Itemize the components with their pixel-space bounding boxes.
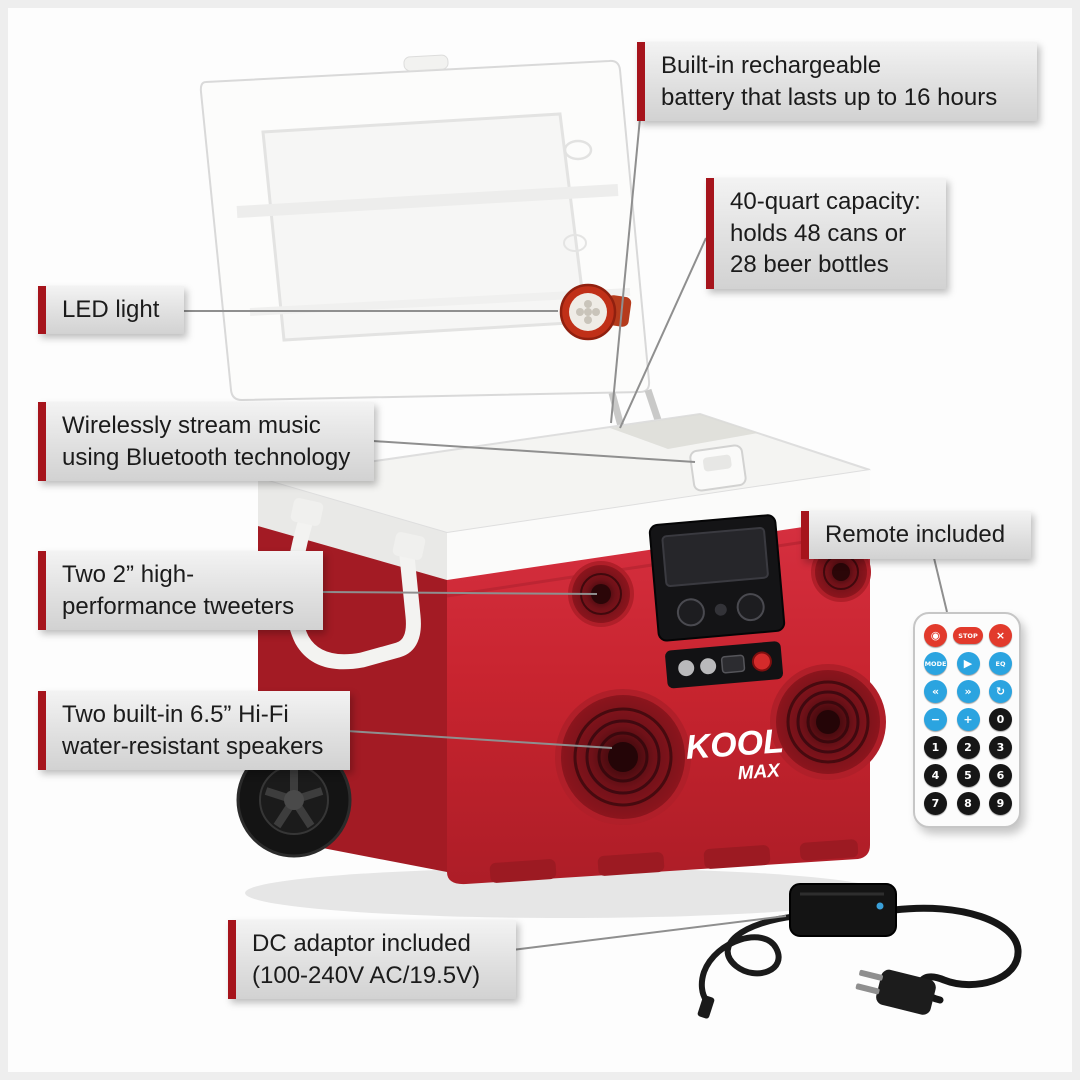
line-tweeters xyxy=(321,591,598,595)
line-speakers xyxy=(346,730,613,749)
brand-logo: KOOL MAX xyxy=(684,722,785,784)
logo-text-main: KOOL xyxy=(684,722,785,767)
callout-accent-bar xyxy=(637,42,645,122)
callout-accent-bar xyxy=(38,286,46,334)
remote-button: 8 xyxy=(956,792,980,815)
callout-led: LED light xyxy=(38,286,184,334)
callout-battery: Built-in rechargeable battery that lasts… xyxy=(637,42,1037,122)
callout-text: 40-quart capacity: holds 48 cans or 28 b… xyxy=(730,188,921,279)
remote-button: » xyxy=(956,680,980,703)
speaker-left xyxy=(555,689,691,825)
line-battery xyxy=(610,117,641,424)
remote-button: MODE xyxy=(924,652,947,675)
callout-text: DC adaptor included (100-240V AC/19.5V) xyxy=(252,930,481,989)
callout-accent-bar xyxy=(38,402,46,482)
led-light xyxy=(559,283,632,341)
remote-button: 7 xyxy=(924,792,947,815)
callout-bluetooth: Wirelessly stream music using Bluetooth … xyxy=(38,402,374,482)
io-panel xyxy=(665,641,784,689)
lid-latch xyxy=(689,444,747,492)
remote-button: − xyxy=(924,708,947,731)
remote-button: 2 xyxy=(956,736,980,759)
remote-button: 5 xyxy=(956,764,980,787)
remote-button: EQ xyxy=(989,652,1012,675)
callout-tweeters: Two 2” high- performance tweeters xyxy=(38,551,323,631)
callout-text: Remote included xyxy=(825,521,1006,548)
remote-button: ◉ xyxy=(924,624,947,647)
callout-text: Built-in rechargeable battery that lasts… xyxy=(661,52,998,111)
power-brick xyxy=(789,883,897,937)
line-adaptor xyxy=(511,915,787,951)
callout-lines xyxy=(183,117,948,951)
callout-accent-bar xyxy=(228,920,236,1000)
remote-button: « xyxy=(924,680,947,703)
callout-text: LED light xyxy=(62,296,160,323)
remote-button: 4 xyxy=(924,764,947,787)
callout-text: Two 2” high- performance tweeters xyxy=(62,561,295,620)
logo-text-sub: MAX xyxy=(737,760,782,784)
remote-button: ↻ xyxy=(989,680,1012,703)
cooler-feet xyxy=(489,839,859,883)
power-plug xyxy=(855,969,936,1015)
remote-button: 1 xyxy=(924,736,947,759)
callout-accent-bar xyxy=(706,178,714,290)
speaker-right xyxy=(770,664,886,780)
cooler-shadow xyxy=(245,868,885,918)
line-capacity xyxy=(619,237,707,429)
callout-accent-bar xyxy=(801,511,809,559)
dc-cable xyxy=(698,913,801,1003)
callout-adaptor: DC adaptor included (100-240V AC/19.5V) xyxy=(228,920,516,1000)
callout-text: Two built-in 6.5” Hi-Fi water-resistant … xyxy=(62,701,324,760)
remote-button: 6 xyxy=(989,764,1012,787)
remote-button: 0 xyxy=(989,708,1012,731)
brick-led xyxy=(876,902,884,910)
remote-button: × xyxy=(989,624,1012,647)
remote-button: 9 xyxy=(989,792,1012,815)
line-remote xyxy=(933,557,948,613)
line-bluetooth xyxy=(372,440,696,463)
cooler-lid xyxy=(199,54,651,402)
dc-adaptor xyxy=(697,883,1022,1019)
remote-button: 3 xyxy=(989,736,1012,759)
callout-accent-bar xyxy=(38,551,46,631)
control-panel xyxy=(648,514,786,642)
dc-connector xyxy=(697,995,715,1019)
callout-text: Wirelessly stream music using Bluetooth … xyxy=(62,412,351,471)
remote-button: ▶ xyxy=(956,652,980,675)
callout-remote: Remote included xyxy=(801,511,1031,559)
callout-capacity: 40-quart capacity: holds 48 cans or 28 b… xyxy=(706,178,946,290)
cooler-body: KOOL MAX xyxy=(236,412,886,885)
remote-button: STOP xyxy=(953,627,983,644)
remote-button: + xyxy=(956,708,980,731)
lid-latch-tab xyxy=(403,54,449,72)
callout-accent-bar xyxy=(38,691,46,771)
callout-speakers: Two built-in 6.5” Hi-Fi water-resistant … xyxy=(38,691,350,771)
